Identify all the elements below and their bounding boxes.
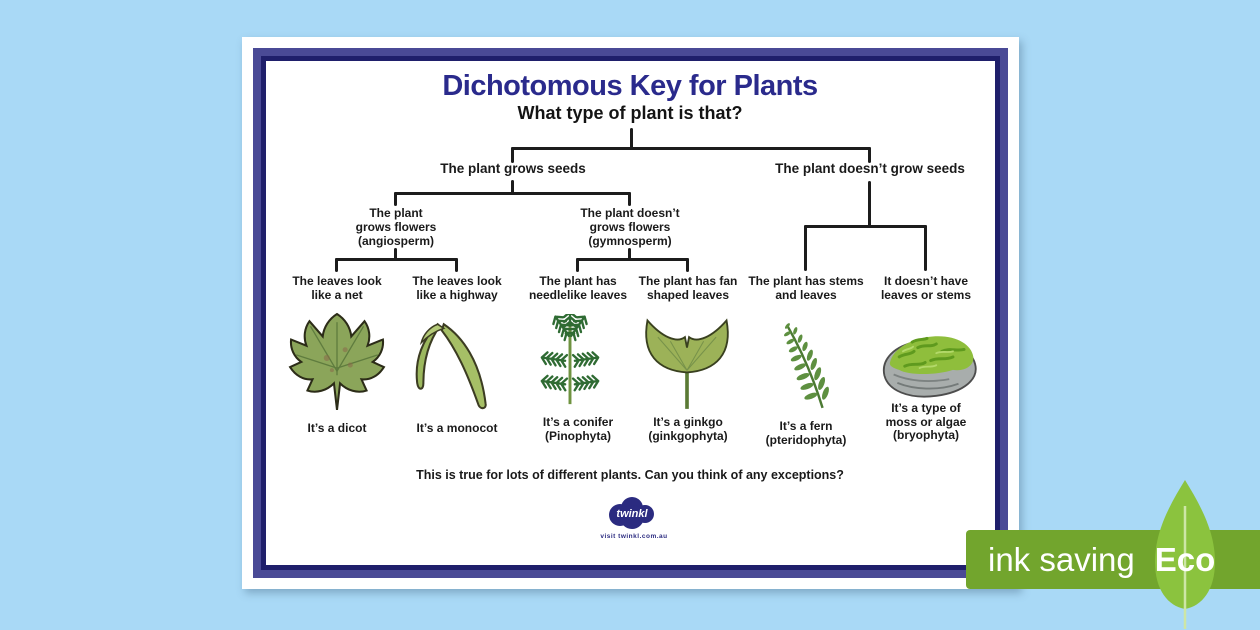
result-line: (Pinophyta) — [545, 428, 611, 443]
leaf-label-line: The plant has stems — [748, 274, 864, 288]
fern-frond-icon — [784, 323, 829, 409]
connector-line — [455, 258, 458, 272]
leaf-label-line: leaves or stems — [880, 288, 972, 302]
leaf-label-line: needlelike leaves — [528, 288, 628, 302]
connector-line — [628, 192, 631, 206]
connector-line — [576, 258, 689, 261]
twinkl-logo-text: twinkl — [616, 508, 648, 520]
leaf-label-highway: The leaves look like a highway — [395, 274, 519, 302]
conifer-branch-icon — [539, 314, 601, 405]
branch-label-gymnosperm: The plant doesn’t grows flowers (gymnosp… — [568, 206, 692, 248]
result-line: (ginkgophyta) — [648, 428, 728, 443]
leaf-label-line: The leaves look — [292, 274, 382, 288]
poster-subtitle: What type of plant is that? — [517, 103, 743, 123]
leaf-label-line: like a net — [311, 288, 363, 302]
branch-label-no-seeds: The plant doesn’t grow seeds — [775, 161, 965, 176]
connector-line — [686, 258, 689, 272]
leaf-label-needlelike: The plant has needlelike leaves — [516, 274, 640, 302]
connector-line — [804, 225, 807, 271]
result-line: It’s a type of — [891, 401, 961, 415]
result-label-fern: It’s a fern (pteridophyta) — [744, 419, 868, 447]
leaf-label-line: like a highway — [416, 288, 498, 302]
connector-line — [628, 248, 631, 260]
branch-label-line: (angiosperm) — [357, 234, 434, 248]
branch-label-grows-seeds: The plant grows seeds — [440, 161, 586, 176]
connector-line — [924, 225, 927, 271]
grass-blade-icon — [415, 322, 487, 410]
connector-line — [576, 258, 579, 272]
poster-border-outer — [253, 48, 1008, 578]
maple-leaf-icon — [288, 312, 386, 411]
leaf-label-no-stems: It doesn’t have leaves or stems — [864, 274, 988, 302]
result-line: It’s a monocot — [416, 421, 498, 435]
leaf-label-net: The leaves look like a net — [275, 274, 399, 302]
result-line: moss or algae — [885, 414, 967, 429]
connector-line — [630, 128, 633, 149]
eco-leaf-icon — [1155, 480, 1215, 629]
leaf-label-fan: The plant has fan shaped leaves — [626, 274, 750, 302]
leaf-label-line: It doesn’t have — [883, 274, 969, 288]
connector-line — [394, 192, 631, 195]
connector-line — [868, 181, 871, 228]
result-label-ginkgo: It’s a ginkgo (ginkgophyta) — [626, 415, 750, 443]
ink-saving-label: ink saving — [988, 541, 1135, 578]
ginkgo-leaf-icon — [645, 318, 729, 409]
branch-label-angiosperm: The plant grows flowers (angiosperm) — [334, 206, 458, 248]
connector-line — [394, 248, 397, 260]
eco-label: Eco — [1154, 541, 1216, 578]
leaf-label-line: The leaves look — [412, 274, 502, 288]
footer-question: This is true for lots of different plant… — [416, 468, 844, 482]
connector-line — [804, 225, 927, 228]
connector-line — [511, 180, 514, 194]
leaf-label-line: The plant has fan — [638, 274, 738, 288]
branch-label-line: grows flowers — [589, 220, 671, 234]
result-label-conifer: It’s a conifer (Pinophyta) — [516, 415, 640, 443]
result-line: It’s a conifer — [542, 415, 614, 429]
poster-border-inner — [261, 56, 1000, 570]
connector-line — [511, 147, 871, 150]
branch-label-line: The plant doesn’t — [580, 206, 680, 220]
branch-label-line: The plant — [369, 206, 423, 220]
connector-line — [868, 147, 871, 163]
connector-line — [511, 147, 514, 163]
connector-line — [335, 258, 338, 272]
twinkl-url-text: visit twinkl.com.au — [600, 533, 668, 540]
result-line: It’s a dicot — [307, 421, 367, 435]
result-label-moss: It’s a type of moss or algae (bryophyta) — [864, 401, 988, 443]
leaf-label-line: shaped leaves — [646, 288, 730, 302]
result-line: It’s a ginkgo — [653, 415, 723, 429]
moss-rock-icon — [882, 336, 977, 398]
leaf-label-line: The plant has — [539, 274, 617, 288]
poster-title: Dichotomous Key for Plants — [442, 70, 818, 102]
leaf-label-line: and leaves — [775, 288, 837, 302]
result-label-dicot: It’s a dicot — [275, 421, 399, 436]
twinkl-logo-icon: twinkl — [609, 497, 654, 529]
connector-line — [394, 192, 397, 206]
result-line: (pteridophyta) — [765, 432, 847, 447]
connector-line — [335, 258, 458, 261]
result-line: (bryophyta) — [893, 428, 959, 442]
result-label-monocot: It’s a monocot — [395, 421, 519, 436]
branch-label-line: (gymnosperm) — [588, 234, 672, 248]
leaf-label-stems-leaves: The plant has stems and leaves — [744, 274, 868, 302]
branch-label-line: grows flowers — [355, 220, 437, 234]
result-line: It’s a fern — [779, 419, 833, 433]
